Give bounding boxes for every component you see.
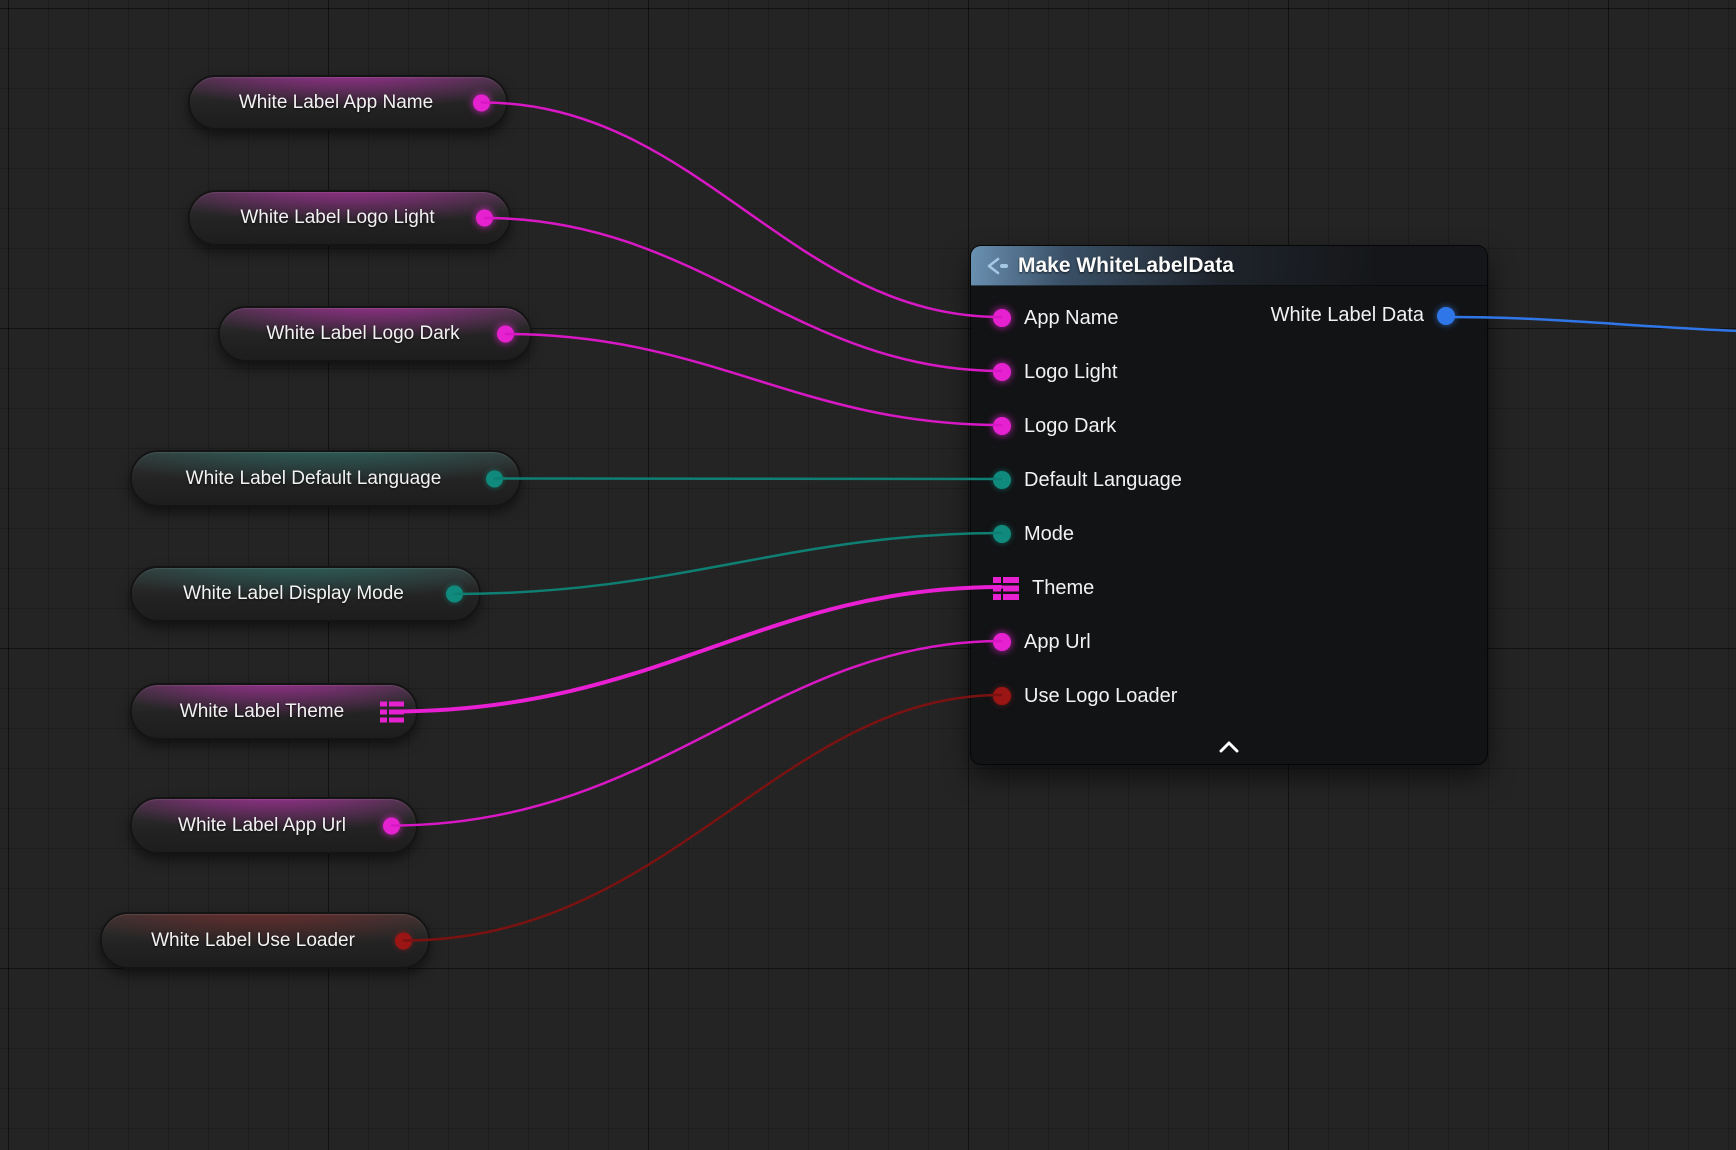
output-pin-string[interactable]: [476, 210, 493, 227]
input-pin-label: Default Language: [1024, 469, 1182, 492]
variable-node-label: White Label Logo Dark: [266, 323, 459, 345]
wire-theme[interactable]: [392, 587, 1001, 712]
output-pin-enum[interactable]: [446, 586, 463, 603]
input-pin-label: Logo Dark: [1024, 415, 1116, 438]
input-pin-row: Use Logo Loader: [971, 669, 1487, 723]
make-node-title: Make WhiteLabelData: [1018, 254, 1234, 278]
variable-node-label: White Label Logo Light: [240, 207, 434, 229]
input-pin-use-logo-loader[interactable]: [993, 687, 1011, 705]
variable-node-white-label-default-language[interactable]: White Label Default Language: [130, 450, 521, 507]
output-pin-label: White Label Data: [1271, 304, 1424, 327]
make-node-body: App Name Logo Light Logo Dark Default La…: [971, 286, 1487, 723]
output-pin-white-label-data[interactable]: [1437, 307, 1455, 325]
variable-node-white-label-logo-light[interactable]: White Label Logo Light: [188, 190, 511, 246]
input-pin-row: App Url: [971, 615, 1487, 669]
wire-use-loader[interactable]: [404, 695, 1001, 941]
variable-node-label: White Label App Name: [239, 92, 433, 114]
wire-logo-light[interactable]: [485, 218, 1001, 371]
input-pin-label: Mode: [1024, 523, 1074, 546]
input-pin-logo-dark[interactable]: [993, 417, 1011, 435]
collapse-node-button[interactable]: [1206, 734, 1252, 760]
input-pin-label: Logo Light: [1024, 361, 1117, 384]
input-pin-label: App Name: [1024, 307, 1119, 330]
wire-app-url[interactable]: [392, 641, 1001, 826]
input-pin-app-url[interactable]: [993, 633, 1011, 651]
variable-node-label: White Label Use Loader: [151, 930, 355, 952]
wire-logo-dark[interactable]: [506, 334, 1001, 425]
variable-node-white-label-logo-dark[interactable]: White Label Logo Dark: [218, 306, 532, 362]
input-pin-default-language[interactable]: [993, 471, 1011, 489]
variable-node-white-label-use-loader[interactable]: White Label Use Loader: [100, 912, 430, 969]
input-pin-row: Theme: [971, 561, 1487, 615]
variable-node-label: White Label App Url: [178, 815, 346, 837]
output-pin-string[interactable]: [383, 817, 400, 834]
make-struct-icon: [985, 255, 1009, 277]
output-pin-struct-icon[interactable]: [380, 701, 404, 722]
variable-node-white-label-app-name[interactable]: White Label App Name: [188, 75, 508, 130]
output-pin-string[interactable]: [473, 94, 490, 111]
variable-node-label: White Label Display Mode: [183, 583, 404, 605]
variable-node-label: White Label Default Language: [186, 468, 442, 490]
input-pin-row: Default Language: [971, 453, 1487, 507]
output-pin-enum[interactable]: [486, 470, 503, 487]
wire-app-name[interactable]: [482, 103, 1001, 318]
input-pin-theme-struct-icon[interactable]: [993, 577, 1019, 600]
input-pin-app-name[interactable]: [993, 309, 1011, 327]
make-whitelabeldata-node[interactable]: Make WhiteLabelData App Name Logo Light …: [970, 245, 1488, 765]
variable-node-white-label-display-mode[interactable]: White Label Display Mode: [130, 566, 481, 622]
make-node-header[interactable]: Make WhiteLabelData: [971, 246, 1487, 286]
input-pin-label: Theme: [1032, 577, 1094, 600]
wire-default-language[interactable]: [495, 479, 1001, 480]
wire-display-mode[interactable]: [455, 533, 1001, 594]
chevron-up-icon: [1218, 741, 1240, 753]
variable-node-label: White Label Theme: [180, 701, 344, 723]
input-pin-logo-light[interactable]: [993, 363, 1011, 381]
output-pin-string[interactable]: [497, 326, 514, 343]
output-pin-boolean[interactable]: [395, 932, 412, 949]
input-pin-label: App Url: [1024, 631, 1091, 654]
output-pin-row: White Label Data: [1271, 304, 1455, 327]
input-pin-label: Use Logo Loader: [1024, 685, 1177, 708]
variable-node-white-label-app-url[interactable]: White Label App Url: [130, 797, 418, 854]
wire-white-label-data-output[interactable]: [1445, 317, 1736, 331]
input-pin-row: Logo Light: [971, 345, 1487, 399]
input-pin-row: Logo Dark: [971, 399, 1487, 453]
variable-node-white-label-theme[interactable]: White Label Theme: [130, 683, 418, 740]
input-pin-mode[interactable]: [993, 525, 1011, 543]
input-pin-row: Mode: [971, 507, 1487, 561]
